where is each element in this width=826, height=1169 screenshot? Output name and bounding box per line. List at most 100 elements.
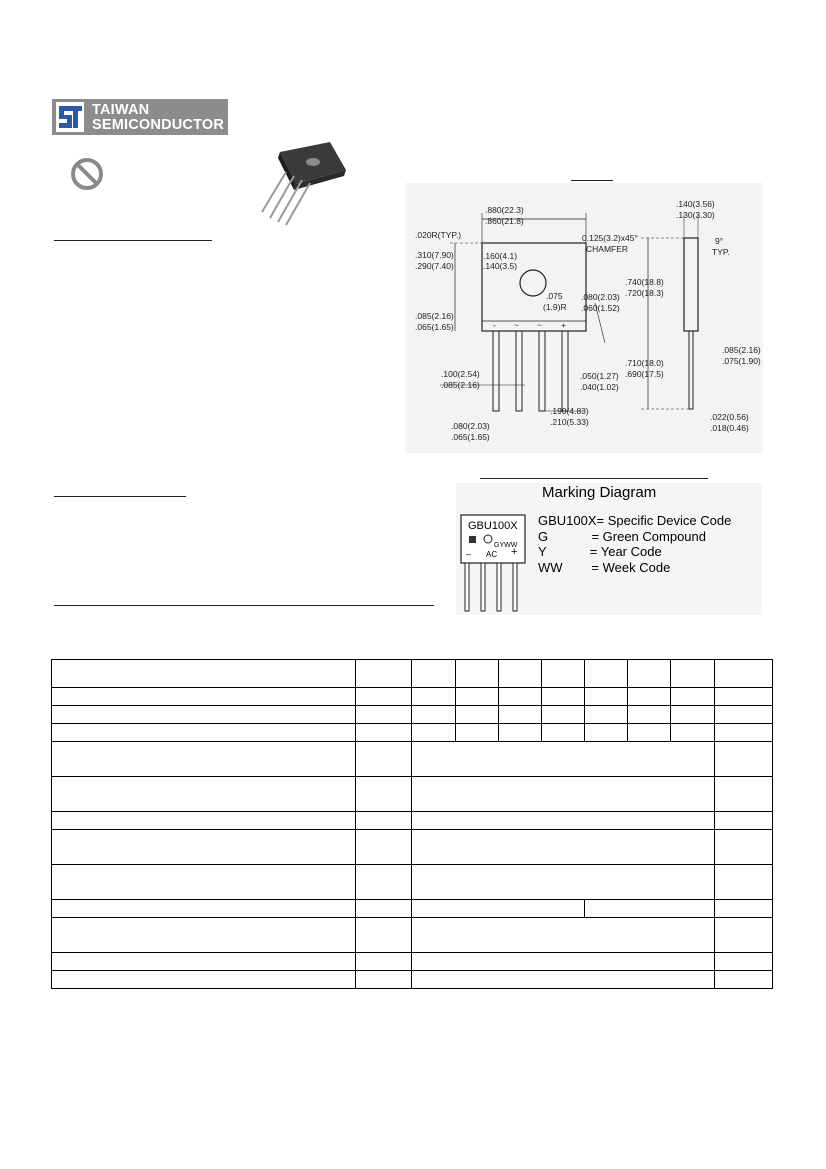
dim-hole-dia-1: .075 (546, 291, 563, 301)
table-cell (355, 705, 412, 724)
table-cell (498, 705, 542, 724)
table-cell (411, 723, 456, 742)
table-cell (411, 659, 456, 688)
table-row (51, 917, 773, 953)
dim-span-bottom: .210(5.33) (550, 417, 589, 427)
dim-pinw-bottom: .040(1.02) (580, 382, 619, 392)
table-cell (51, 687, 356, 706)
dim-width-top: .880(22.3) (485, 205, 524, 215)
dim-lead-t-top: .022(0.56) (710, 412, 749, 422)
table-cell (411, 811, 715, 830)
company-logo: TAIWAN SEMICONDUCTOR (52, 99, 228, 135)
logo-line-2: SEMICONDUCTOR (92, 117, 225, 133)
table-cell (498, 723, 542, 742)
table-cell (411, 970, 715, 989)
table-cell (714, 776, 773, 812)
table-cell (411, 776, 715, 812)
table-cell (670, 723, 715, 742)
table-cell (355, 776, 412, 812)
dim-hole-dia-2: (1.9)R (543, 302, 567, 312)
package-body-outline (481, 242, 587, 332)
table-cell (670, 705, 715, 724)
table-cell (355, 723, 412, 742)
mounting-hole (519, 269, 547, 297)
dim-notch-bottom: .060(1.52) (581, 303, 620, 313)
pin-label-ac2: ~ (537, 320, 542, 330)
table-cell (714, 687, 773, 706)
table-cell (355, 659, 412, 688)
dim-leadw-bottom: .075(1.90) (722, 356, 761, 366)
table-cell (541, 723, 585, 742)
table-cell (411, 687, 456, 706)
table-cell (541, 659, 585, 688)
table-cell (51, 776, 356, 812)
dim-thick-bottom: .130(3.30) (676, 210, 715, 220)
dim-angle-2: TYP. (712, 247, 730, 257)
logo-line-1: TAIWAN (92, 102, 150, 118)
table-cell (455, 687, 499, 706)
section-rule-ratings (54, 605, 434, 606)
table-row (51, 864, 773, 900)
dim-body-h-top: .740(18.8) (625, 277, 664, 287)
table-cell (51, 970, 356, 989)
table-cell (411, 829, 715, 865)
table-cell (714, 970, 773, 989)
table-cell (627, 687, 671, 706)
table-row (51, 659, 773, 688)
marking-title: Marking Diagram (542, 484, 657, 501)
table-row (51, 952, 773, 971)
dim-height-bottom: .290(7.40) (415, 261, 454, 271)
dim-height-top: .310(7.90) (415, 250, 454, 260)
section-rule-dimensions (571, 180, 613, 181)
table-cell (411, 917, 715, 953)
table-cell (51, 723, 356, 742)
dim-chamfer-1: 0.125(3.2)x45° (582, 233, 638, 243)
ts-logo-mark-icon (56, 102, 84, 132)
dim-chamfer-2: CHAMFER (586, 244, 628, 254)
table-row (51, 705, 773, 724)
section-rule-mechanical (54, 496, 186, 497)
table-cell (714, 659, 773, 688)
dim-thick-top: .140(3.56) (676, 199, 715, 209)
table-cell (355, 811, 412, 830)
dim-lead-top: .080(2.03) (451, 421, 490, 431)
dim-base-top: .085(2.16) (415, 311, 454, 321)
table-cell (51, 917, 356, 953)
table-cell (714, 899, 773, 918)
table-cell (455, 723, 499, 742)
table-cell (714, 917, 773, 953)
table-cell (670, 659, 715, 688)
table-row (51, 899, 773, 918)
marking-diagram: GBU100X GYWW AC – + Marking Diagram GBU1… (456, 483, 762, 615)
marking-code-year: Y = Year Code (538, 544, 662, 559)
table-cell (627, 723, 671, 742)
table-cell (355, 741, 412, 777)
table-cell (411, 864, 715, 900)
table-cell (355, 917, 412, 953)
table-cell (411, 952, 715, 971)
dim-hole-bottom: .140(3.5) (483, 261, 517, 271)
table-cell (714, 811, 773, 830)
dim-corner-radius: .020R(TYP.) (415, 230, 461, 240)
dimension-drawing: .880(22.3) .860(21.8) .020R(TYP.) 0.125(… (405, 183, 763, 453)
marking-code-week: WW = Week Code (538, 559, 671, 575)
table-cell (411, 899, 585, 918)
marking-part-label: GBU100X (468, 520, 518, 532)
table-cell (455, 705, 499, 724)
table-cell (714, 952, 773, 971)
dim-angle-1: 9° (715, 236, 723, 246)
table-cell (51, 829, 356, 865)
table-cell (541, 705, 585, 724)
dim-pitch-bottom: .085(2.16) (441, 380, 480, 390)
dim-leadw-top: .085(2.16) (722, 345, 761, 355)
section-rule-features (54, 240, 212, 241)
table-cell (51, 741, 356, 777)
table-row (51, 687, 773, 706)
table-cell (355, 970, 412, 989)
table-cell (714, 741, 773, 777)
ratings-table (51, 659, 773, 989)
dim-body-h-bottom: .720(18.3) (625, 288, 664, 298)
dim-lead-t-bottom: .018(0.46) (710, 423, 749, 433)
table-cell (670, 687, 715, 706)
table-cell (627, 705, 671, 724)
